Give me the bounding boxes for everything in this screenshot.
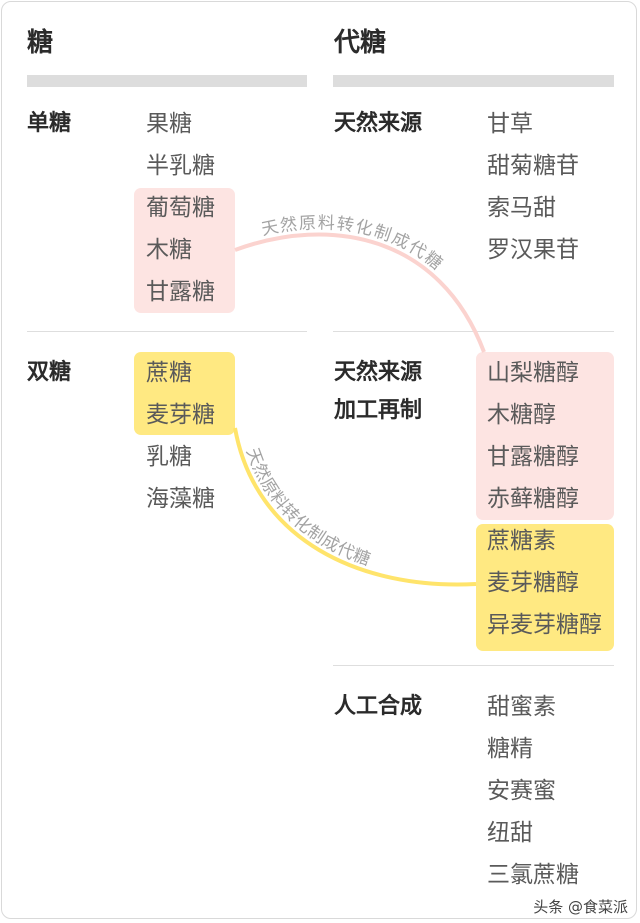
list-item: 果糖 xyxy=(146,111,192,137)
list-item: 索马甜 xyxy=(487,195,556,221)
category-line-2: 加工再制 xyxy=(334,398,423,423)
list-item: 木糖 xyxy=(146,237,192,263)
list-item: 麦芽糖醇 xyxy=(487,570,579,596)
watermark: 头条 @食菜派 xyxy=(533,898,628,916)
processed-sweetener-highlight xyxy=(476,524,614,651)
category-natural-source: 天然来源 xyxy=(334,111,423,136)
list-item: 甘露糖醇 xyxy=(487,444,579,470)
svg-text:天然原料转化制成代糖: 天然原料转化制成代糖 xyxy=(242,445,374,570)
list-item: 罗汉果苷 xyxy=(487,237,579,263)
list-item: 乳糖 xyxy=(146,444,192,470)
list-item: 赤藓糖醇 xyxy=(487,486,579,512)
list-item: 海藻糖 xyxy=(146,486,215,512)
left-divider xyxy=(27,331,307,332)
list-item: 甜蜜素 xyxy=(487,694,556,720)
monosaccharide-highlight xyxy=(134,188,235,313)
list-item: 葡萄糖 xyxy=(146,195,215,221)
list-item: 蔗糖素 xyxy=(487,528,556,554)
disaccharide-highlight xyxy=(134,352,235,435)
lower-arc xyxy=(233,427,477,587)
list-item: 甘露糖 xyxy=(146,279,215,305)
list-item: 木糖醇 xyxy=(487,402,556,428)
sugar-column-title: 糖 xyxy=(27,28,54,58)
substitute-header-bar xyxy=(333,75,614,87)
list-item: 半乳糖 xyxy=(146,153,215,179)
upper-arc xyxy=(234,232,486,353)
list-item: 甘草 xyxy=(487,111,533,137)
sugar-alcohol-highlight xyxy=(476,352,614,520)
list-item: 安赛蜜 xyxy=(487,778,556,804)
category-processed-natural: 天然来源 加工再制 xyxy=(334,354,422,430)
list-item: 麦芽糖 xyxy=(146,402,215,428)
substitute-column-title: 代糖 xyxy=(334,28,387,58)
artificial-list: 甜蜜素 糖精 安赛蜜 纽甜 三氯蔗糖 xyxy=(487,686,579,896)
processed-natural-list: 山梨糖醇 木糖醇 甘露糖醇 赤藓糖醇 蔗糖素 麦芽糖醇 异麦芽糖醇 xyxy=(487,352,602,646)
list-item: 山梨糖醇 xyxy=(487,360,579,386)
disaccharide-list: 蔗糖 麦芽糖 乳糖 海藻糖 xyxy=(146,352,215,520)
right-divider-2 xyxy=(333,665,614,666)
category-disaccharide: 双糖 xyxy=(27,360,72,385)
list-item: 纽甜 xyxy=(487,820,533,846)
list-item: 甜菊糖苷 xyxy=(487,153,579,179)
list-item: 三氯蔗糖 xyxy=(487,862,579,888)
category-line-1: 天然来源 xyxy=(334,360,423,385)
list-item: 异麦芽糖醇 xyxy=(487,612,602,638)
list-item: 蔗糖 xyxy=(146,360,192,386)
category-artificial: 人工合成 xyxy=(334,694,423,719)
list-item: 糖精 xyxy=(487,736,533,762)
natural-source-list: 甘草 甜菊糖苷 索马甜 罗汉果苷 xyxy=(487,103,579,271)
monosaccharide-list: 果糖 半乳糖 葡萄糖 木糖 甘露糖 xyxy=(146,103,215,313)
sugar-header-bar xyxy=(27,75,307,87)
lower-arc-label: 天然原料转化制成代糖 xyxy=(242,445,373,570)
category-monosaccharide: 单糖 xyxy=(27,111,72,136)
